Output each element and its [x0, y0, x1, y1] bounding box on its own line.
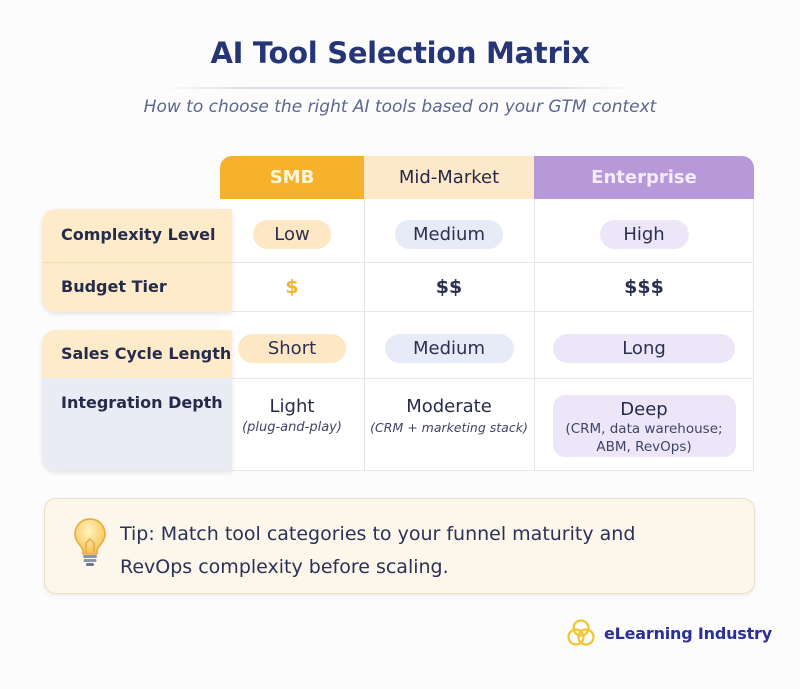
brand-name: eLearning Industry [604, 623, 772, 643]
budget-smb-value: $ [285, 276, 299, 298]
row-divider [220, 311, 754, 312]
tip-line-1: Tip: Match tool categories to your funne… [120, 523, 636, 545]
tip-text: Tip: Match tool categories to your funne… [120, 518, 680, 584]
integration-smb-note: (plug-and-play) [242, 419, 342, 435]
elearning-industry-logo-icon [567, 619, 595, 646]
budget-mid-market-value: $$ [435, 276, 463, 298]
sales-cycle-mid-market-badge: Medium [384, 333, 514, 363]
column-divider [364, 199, 365, 471]
lightbulb-icon [74, 518, 106, 566]
brand: eLearning Industry [566, 618, 772, 648]
complexity-smb-badge: Low [253, 219, 331, 249]
page-subtitle: How to choose the right AI tools based o… [143, 97, 657, 117]
row-label-divider [42, 262, 232, 263]
complexity-enterprise-badge: High [599, 219, 689, 249]
complexity-mid-market-badge: Medium [395, 219, 503, 249]
title-divider [160, 87, 640, 89]
column-header-smb: SMB [220, 156, 364, 199]
row-label-budget-tier: Budget Tier [61, 277, 167, 296]
budget-enterprise-value: $$$ [624, 276, 664, 298]
integration-mid-market-note: (CRM + marketing stack) [370, 419, 528, 435]
sales-cycle-enterprise-badge: Long [553, 333, 735, 363]
column-header-enterprise: Enterprise [534, 156, 754, 199]
integration-smb-value: Light [269, 395, 315, 417]
row-label-group-1 [42, 209, 232, 312]
integration-enterprise-value: Deep [620, 398, 668, 420]
integration-enterprise-box: Deep (CRM, data warehouse; ABM, RevOps) [552, 395, 736, 457]
row-label-sales-cycle-length: Sales Cycle Length [61, 344, 232, 363]
row-divider [220, 378, 754, 379]
integration-enterprise-note-line1: (CRM, data warehouse; [565, 420, 723, 437]
row-label-integration-depth: Integration Depth [61, 393, 223, 412]
row-label-group-2 [42, 330, 232, 471]
row-divider [220, 470, 754, 471]
row-divider [220, 262, 754, 263]
column-divider [534, 199, 535, 471]
integration-mid-market-value: Moderate [406, 395, 492, 417]
integration-enterprise-note-line2: ABM, RevOps) [596, 438, 692, 455]
tip-line-2: RevOps complexity before scaling. [120, 556, 449, 578]
sales-cycle-smb-badge: Short [238, 333, 346, 363]
row-label-complexity-level: Complexity Level [61, 225, 216, 244]
column-header-mid-market: Mid-Market [364, 156, 534, 199]
page-title: AI Tool Selection Matrix [210, 36, 590, 70]
tip-box [44, 498, 755, 594]
